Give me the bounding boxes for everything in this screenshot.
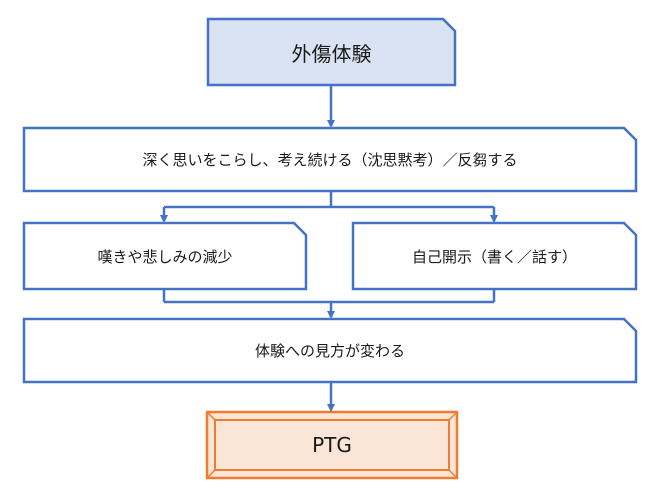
ptg-bevel-tl — [206, 411, 216, 421]
node-ptg: PTG — [207, 412, 457, 478]
ptg-inner-frame — [214, 419, 450, 471]
ptg-bevel-tr — [448, 411, 458, 421]
trauma-box-shape — [206, 17, 457, 87]
node-ptg-label: PTG — [312, 433, 352, 457]
node-trauma-experience: 外傷体験 — [208, 19, 455, 85]
node-grief-reduction-label: 嘆きや悲しみの減少 — [97, 247, 233, 266]
ptg-bevel-bl — [206, 469, 216, 479]
node-trauma-label: 外傷体験 — [291, 41, 372, 66]
node-self-disclosure: 自己開示（書く／話す） — [353, 223, 636, 289]
grief-reduction-box-shape — [22, 221, 308, 291]
rumination-box-shape — [22, 126, 638, 193]
node-reframe-label: 体験への見方が変わる — [254, 342, 405, 360]
node-reframe: 体験への見方が変わる — [24, 319, 636, 382]
node-rumination-label: 深く思いをこらし、考え続ける（沈思黙考）／反芻する — [142, 151, 518, 169]
node-grief-reduction: 嘆きや悲しみの減少 — [24, 223, 306, 289]
node-rumination: 深く思いをこらし、考え続ける（沈思黙考）／反芻する — [24, 128, 636, 191]
node-self-disclosure-label: 自己開示（書く／話す） — [411, 247, 577, 266]
reframe-box-shape — [22, 317, 638, 384]
self-disclosure-box-shape — [351, 221, 638, 291]
ptg-bevel-br — [448, 469, 458, 479]
